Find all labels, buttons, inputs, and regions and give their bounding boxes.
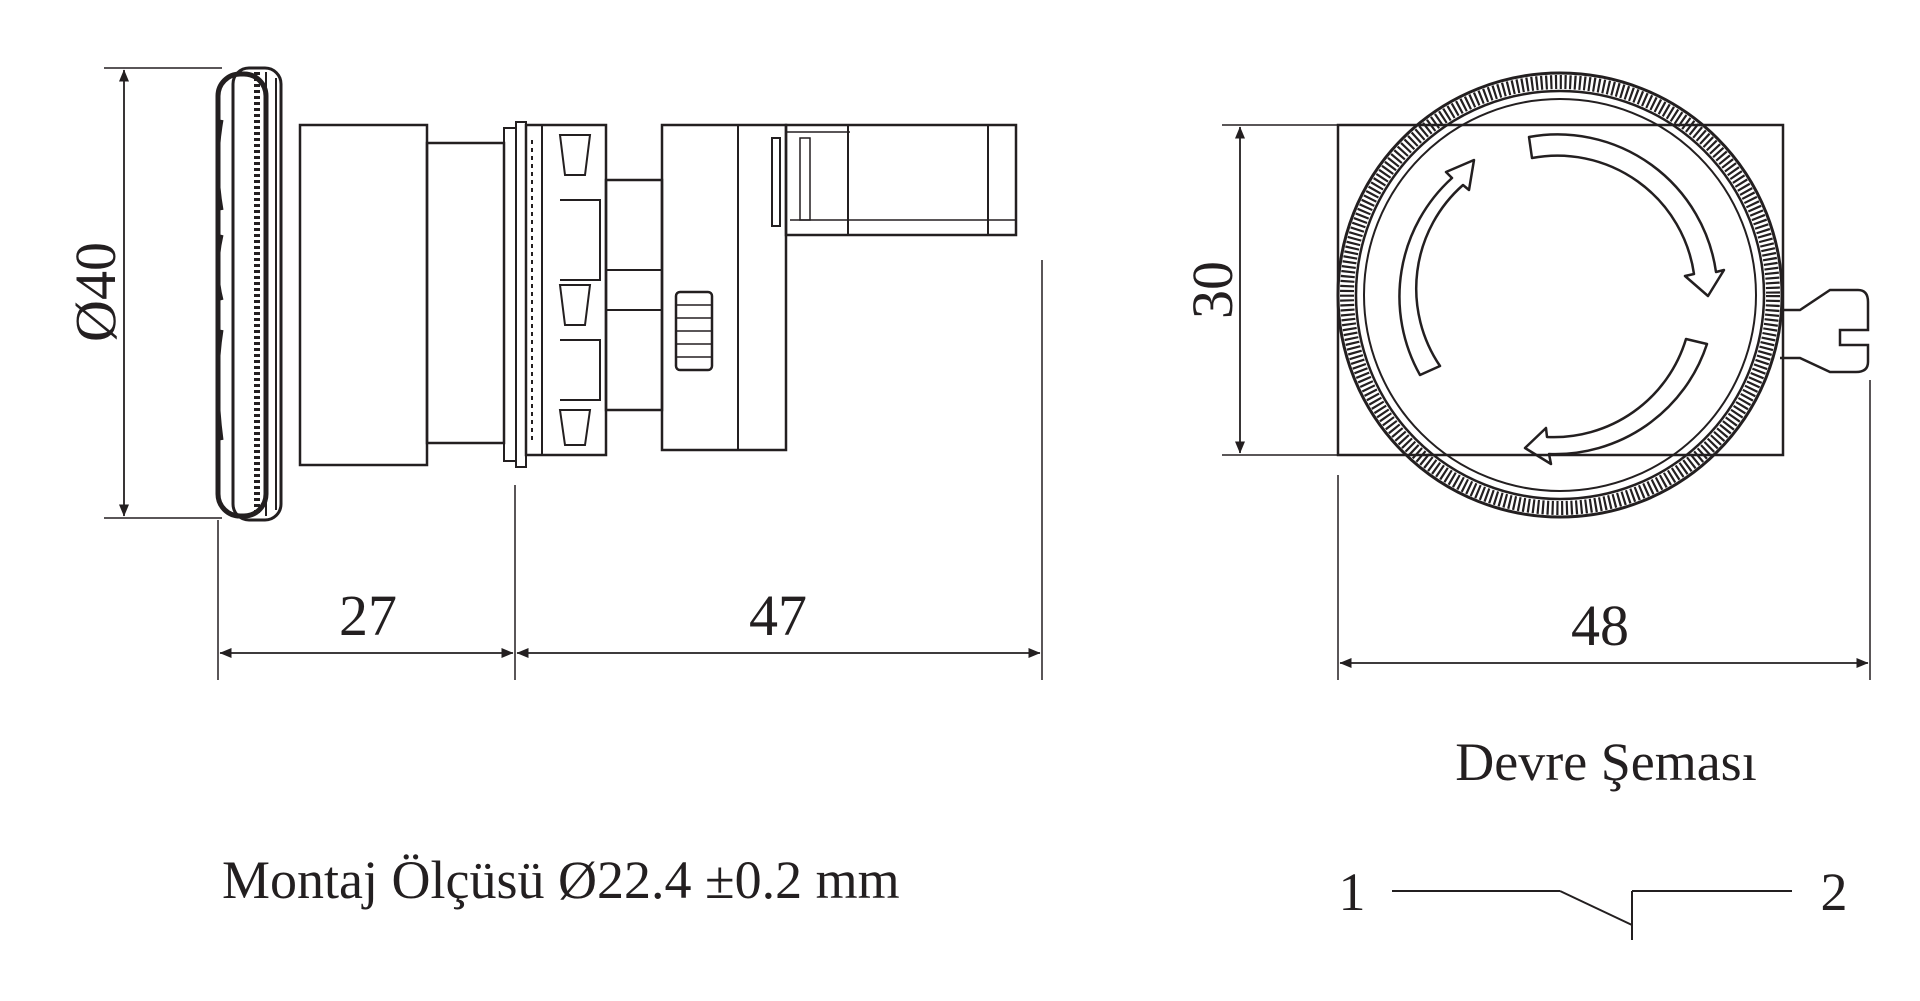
knurled-ring [1336, 71, 1784, 519]
width-dimension [1337, 380, 1871, 680]
diameter-label: Ø40 [63, 242, 128, 342]
height-dimension [1222, 124, 1338, 456]
length-dimensions [217, 260, 1043, 680]
mounting-nut [524, 123, 608, 457]
height-label: 30 [1180, 261, 1245, 319]
rotate-arrows [1398, 133, 1726, 466]
shaft [604, 178, 714, 412]
contact-block [660, 123, 1018, 452]
dimension-47-label: 47 [749, 583, 807, 648]
width-label: 48 [1571, 593, 1629, 658]
switch-contact [1559, 890, 1633, 926]
circuit-title: Devre Şeması [1455, 732, 1756, 792]
terminal-1-label: 1 [1339, 862, 1366, 922]
terminal-2-label: 2 [1821, 862, 1848, 922]
mounting-note: Montaj Ölçüsü Ø22.4 ±0.2 mm [222, 850, 900, 910]
circuit-diagram: Devre Şeması 1 2 [1339, 732, 1848, 940]
diameter-dimension [104, 67, 222, 519]
actuator-body [298, 121, 527, 468]
front-view: 30 48 [1180, 71, 1871, 680]
dimension-27-label: 27 [339, 583, 397, 648]
terminal-tab [1780, 288, 1870, 374]
side-view: Ø40 27 47 [63, 66, 1043, 680]
mushroom-head [215, 66, 283, 522]
